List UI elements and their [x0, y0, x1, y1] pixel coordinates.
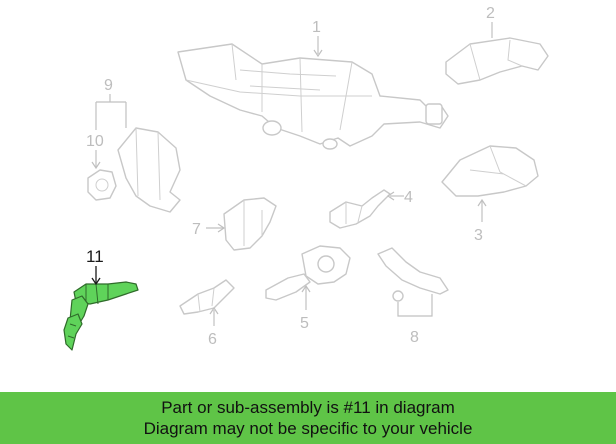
part-3-lower-shroud [441, 145, 539, 197]
callout-1: 1 [312, 19, 321, 36]
part-11-lock-cylinder-highlighted [63, 281, 139, 351]
part-8-tilt-lever [377, 247, 449, 302]
callout-3: 3 [474, 227, 483, 244]
part-10-cylinder [87, 169, 117, 201]
parts-diagram: 1 2 3 4 5 6 7 [63, 5, 549, 351]
part-1-steering-column [177, 43, 449, 150]
callout-4: 4 [404, 189, 413, 206]
callout-2: 2 [486, 5, 495, 22]
leader-9 [95, 94, 127, 130]
callout-11: 11 [86, 247, 104, 266]
part-7-bracket [223, 197, 277, 251]
leader-8 [397, 294, 433, 317]
callout-6: 6 [208, 331, 217, 348]
callout-5: 5 [300, 315, 309, 332]
callout-8: 8 [410, 329, 419, 346]
callout-7: 7 [192, 221, 201, 238]
part-9-lock-housing [117, 127, 181, 213]
part-4-switch [329, 189, 391, 229]
notice-banner: Part or sub-assembly is #11 in diagram D… [0, 392, 616, 444]
part-5-combination-switch [265, 245, 351, 301]
callout-10: 10 [86, 133, 104, 150]
notice-line-disclaimer: Diagram may not be specific to your vehi… [143, 419, 473, 438]
part-6-wiper-switch [179, 279, 235, 315]
notice-line-part-number: Part or sub-assembly is #11 in diagram [161, 398, 455, 417]
callout-9: 9 [104, 77, 113, 94]
part-2-upper-shroud [445, 37, 549, 85]
